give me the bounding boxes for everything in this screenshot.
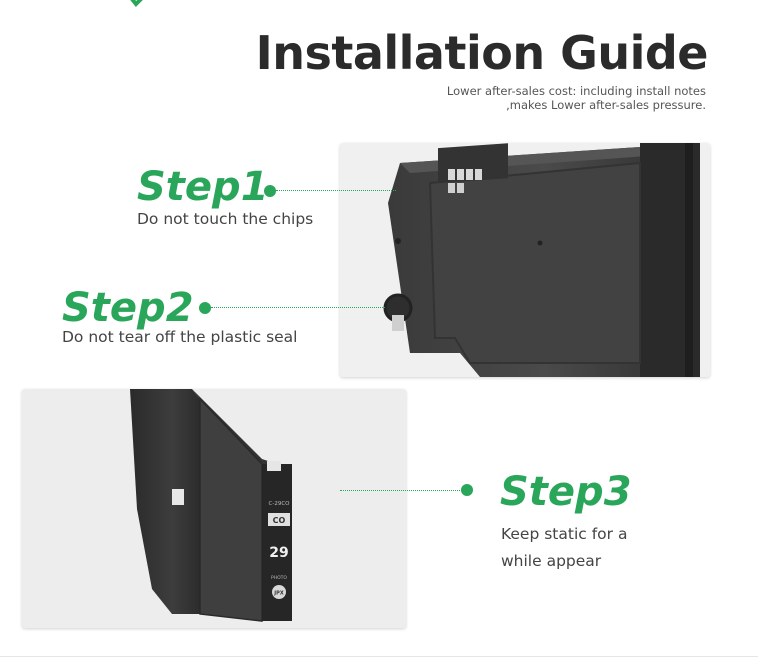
bottom-divider xyxy=(0,656,758,657)
step1-connector-line xyxy=(276,190,396,191)
page-subtitle: Lower after-sales cost: including instal… xyxy=(447,84,706,112)
step3-title: Step3 xyxy=(500,469,632,515)
step3-description: Keep static for a while appear xyxy=(501,525,628,570)
cartridge-number: 29 xyxy=(269,545,288,561)
step1-description: Do not touch the chips xyxy=(137,210,314,228)
step2-connector-line xyxy=(211,307,385,308)
step1-title: Step1 xyxy=(137,164,269,210)
cartridge-small-text: PHOTO xyxy=(271,575,287,581)
corner-chevron-icon xyxy=(130,0,143,7)
step1-marker-dot xyxy=(264,185,276,197)
step2-marker-dot xyxy=(199,302,211,314)
step3-marker-dot xyxy=(461,484,473,496)
cartridge-model-code: C-29CO xyxy=(269,501,291,507)
step3-connector-line xyxy=(340,490,464,491)
cartridge-chip-photo xyxy=(340,143,710,377)
cartridge-full-illustration: C-29CO CO 29 PHOTO JPX xyxy=(130,389,292,622)
page-title: Installation Guide xyxy=(255,26,709,80)
cartridge-top-illustration xyxy=(383,143,700,377)
step2-title: Step2 xyxy=(62,285,194,331)
cartridge-full-photo: C-29CO CO 29 PHOTO JPX xyxy=(22,389,406,628)
cartridge-badge: JPX xyxy=(273,591,284,597)
subtitle-line-2: ,makes Lower after-sales pressure. xyxy=(506,98,706,112)
cartridge-color-code: CO xyxy=(273,516,286,525)
step2-description: Do not tear off the plastic seal xyxy=(62,328,298,346)
subtitle-line-1: Lower after-sales cost: including instal… xyxy=(446,84,706,98)
